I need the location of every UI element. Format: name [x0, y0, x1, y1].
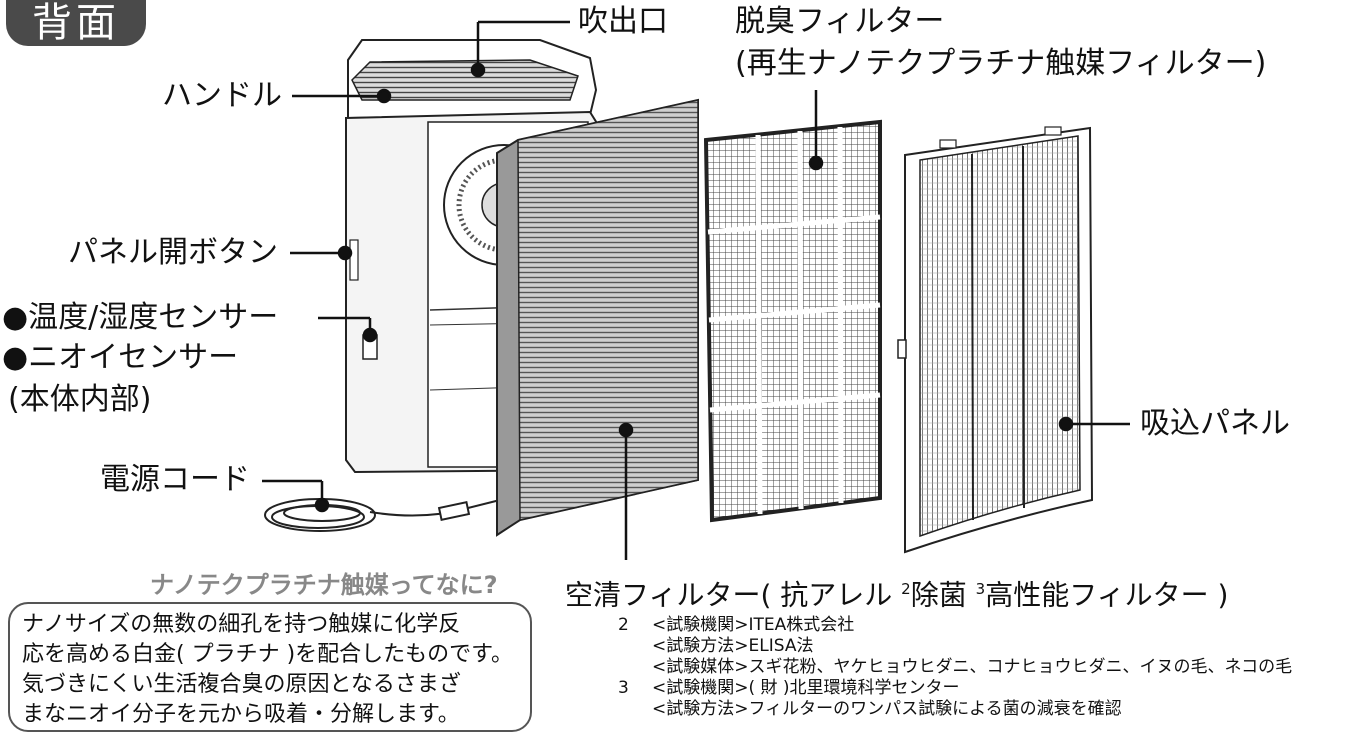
deodorizing-filter [703, 119, 882, 523]
power-cord [264, 498, 501, 532]
info-title: ナノテクプラチナ触媒ってなに? [150, 571, 498, 599]
footnote-text: <試験方法>ELISA法 [652, 636, 814, 656]
outlet-label: 吹出口 [578, 4, 668, 39]
temp-sensor-label: ●温度/湿度センサー [2, 300, 279, 335]
hepa-filter [496, 98, 699, 537]
footnote-text: <試験方法>フィルターのワンパス試験による菌の減衰を確認 [652, 699, 1122, 719]
info-line: 応を高める白金( プラチナ )を配合したものです。 [22, 642, 513, 667]
deodorizer-label-line1: 脱臭フィルター [735, 4, 945, 39]
inside-body-label: (本体内部) [8, 382, 152, 417]
info-line: まなニオイ分子を元から吸着・分解します。 [22, 702, 460, 727]
intake-panel [897, 126, 1094, 554]
footnote-text: <試験媒体>スギ花粉、ヤケヒョウヒダニ、コナヒョウヒダニ、イヌの毛、ネコの毛 [652, 657, 1293, 677]
callouts [262, 20, 1130, 560]
handle-label: ハンドル [162, 78, 282, 113]
hepa-filter-label: 空清フィルター( 抗アレル 2除菌 3高性能フィルター ) [565, 578, 1229, 612]
footnote-number: 2 [618, 615, 629, 635]
info-box: ナノサイズの無数の細孔を持つ触媒に化学反 応を高める白金( プラチナ )を配合し… [8, 602, 532, 732]
section-badge: 背面 [6, 0, 146, 46]
deodorizer-label-line2: (再生ナノテクプラチナ触媒フィルター) [735, 46, 1267, 81]
power-cord-label: 電源コード [100, 462, 250, 497]
footnote-text: <試験機関>( 財 )北里環境科学センター [652, 678, 960, 698]
panel-button-label: パネル開ボタン [68, 235, 278, 270]
info-line: ナノサイズの無数の細孔を持つ触媒に化学反 [22, 612, 461, 637]
footnote-number: 3 [618, 678, 629, 698]
odor-sensor-label: ●ニオイセンサー [2, 340, 239, 375]
info-line: 気づきにくい生活複合臭の原因となるさまざ [22, 672, 461, 697]
intake-panel-label: 吸込パネル [1140, 406, 1290, 441]
footnote-text: <試験機関>ITEA株式会社 [652, 615, 855, 635]
